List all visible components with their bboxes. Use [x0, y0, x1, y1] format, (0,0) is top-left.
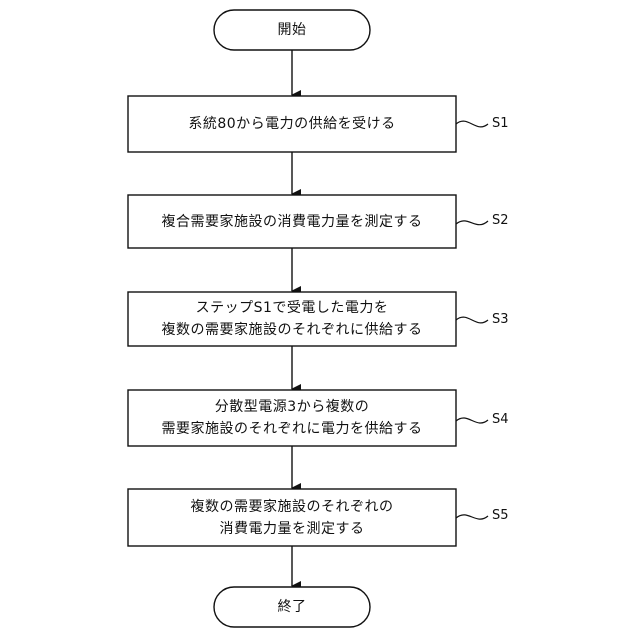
leader-s1: [456, 121, 488, 127]
step-box-s3: [128, 292, 456, 346]
leader-s2: [456, 221, 488, 225]
step-box-s5: [128, 489, 456, 546]
step-id-s4: S4: [492, 412, 509, 428]
start-terminal: [214, 10, 370, 50]
end-terminal: [214, 587, 370, 627]
leader-s3: [456, 317, 488, 323]
step-box-s1: [128, 96, 456, 152]
step-id-s3: S3: [492, 312, 509, 328]
step-id-s2: S2: [492, 213, 509, 229]
step-box-s4: [128, 390, 456, 446]
step-box-s2: [128, 195, 456, 248]
leader-s5: [456, 515, 488, 519]
step-id-s1: S1: [492, 116, 509, 132]
leader-s4: [456, 418, 488, 423]
step-id-s5: S5: [492, 508, 509, 524]
